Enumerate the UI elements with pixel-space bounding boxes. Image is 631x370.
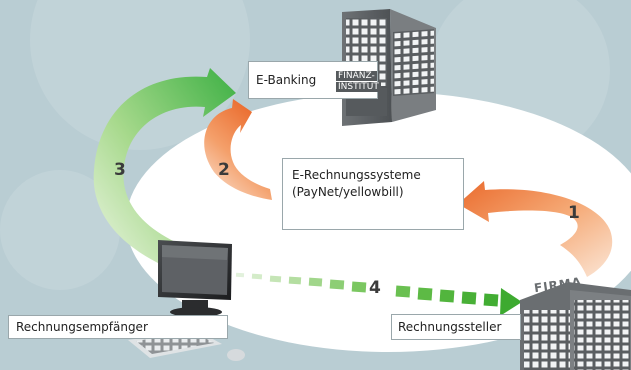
step-number-1: 1: [568, 203, 580, 223]
e-invoice-systems-box: [282, 158, 464, 230]
ebanking-label: E-Banking: [256, 73, 317, 87]
step-number-2: 2: [218, 160, 230, 180]
firma-building: [520, 282, 631, 370]
arrow-3: [93, 68, 236, 272]
e-invoice-systems-line1: E-Rechnungssysteme: [292, 168, 421, 182]
step-number-4: 4: [369, 278, 381, 298]
receiver-box: [8, 315, 228, 339]
sender-box: [391, 314, 521, 340]
e-invoice-systems-line2: (PayNet/yellowbill): [292, 185, 404, 199]
arrow-2: [204, 99, 272, 200]
receiver-label: Rechnungsempfänger: [16, 320, 148, 334]
arrow-4: [235, 272, 522, 316]
finanz-label-line2: INSTITUT: [336, 82, 381, 92]
finanz-label-line1: FINANZ-: [336, 71, 377, 81]
step-number-3: 3: [114, 160, 126, 180]
arrow-1: [458, 181, 613, 277]
background-decoration: [0, 0, 610, 290]
sender-label: Rechnungssteller: [398, 320, 502, 334]
